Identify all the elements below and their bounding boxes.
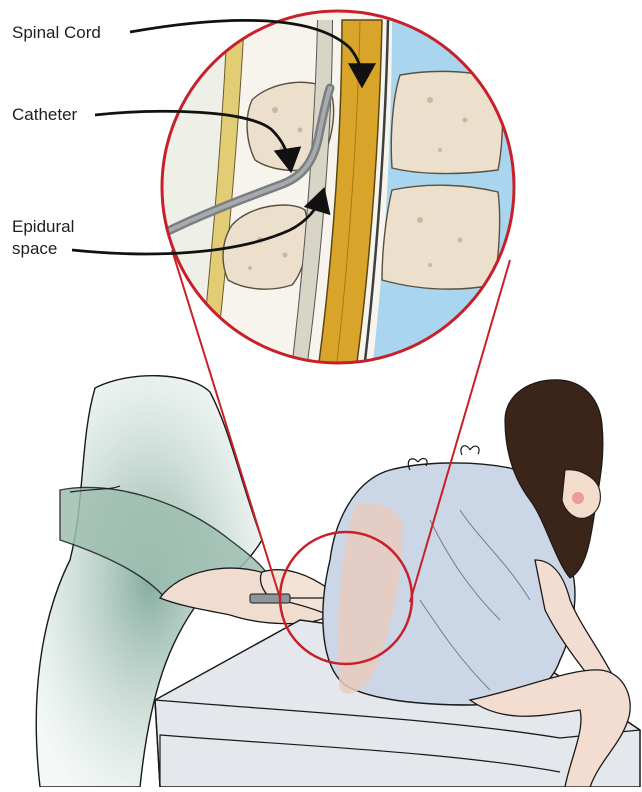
- syringe: [250, 594, 290, 603]
- label-catheter: Catheter: [12, 104, 77, 126]
- label-epidural-line2: space: [12, 238, 74, 260]
- label-spinal-cord: Spinal Cord: [12, 22, 101, 44]
- vertebral-body-upper: [391, 71, 502, 173]
- label-epidural-line1: Epidural: [12, 216, 74, 238]
- label-epidural-space: Epidural space: [12, 216, 74, 260]
- vertebral-body-lower: [382, 185, 500, 289]
